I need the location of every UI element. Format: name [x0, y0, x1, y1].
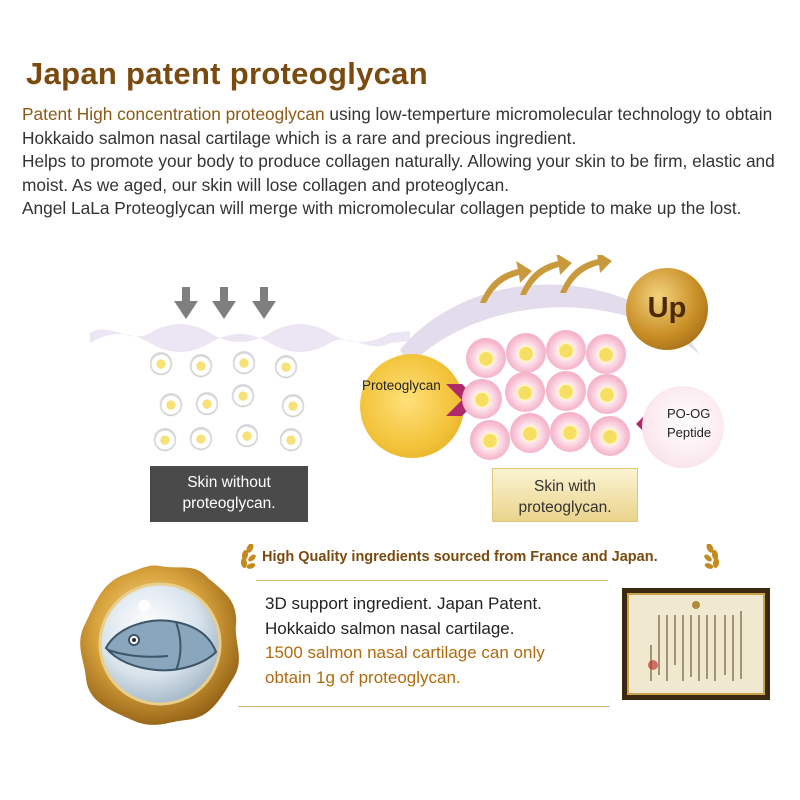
feature-item-3: 1500 salmon nasal cartilage can only — [265, 643, 545, 662]
skin-with-line1: Skin with — [533, 478, 597, 495]
feature-item-2: Hokkaido salmon nasal cartilage. — [265, 618, 515, 638]
up-badge: Up — [626, 268, 708, 350]
feature-item-1: 3D support ingredient. Japan Patent. — [265, 594, 542, 613]
quality-heading: High Quality ingredients sourced from Fr… — [262, 549, 658, 565]
patent-certificate-image — [622, 588, 770, 700]
poog-peptide-circle — [642, 386, 724, 468]
skin-with-illustration — [400, 255, 700, 365]
laurel-left-icon — [240, 544, 256, 569]
intro-paragraph-1-rest: using low-temperture micromolecular tech… — [22, 104, 773, 148]
intro-highlight: Patent High concentration proteoglycan — [22, 104, 325, 124]
divider-bottom — [238, 706, 610, 707]
skin-without-illustration — [90, 287, 410, 352]
skin-without-line1: Skin without — [187, 474, 271, 491]
certificate-script-icon — [648, 601, 742, 681]
up-arrows-icon — [480, 255, 612, 303]
intro-paragraph-1: Patent High concentration proteoglycan u… — [22, 103, 792, 150]
skin-arc — [400, 284, 700, 365]
skin-with-line2: proteoglycan. — [518, 499, 612, 516]
divider-top — [256, 580, 608, 581]
skin-without-line2: proteoglycan. — [182, 495, 276, 512]
poog-peptide-label: PO-OG Peptide — [667, 404, 711, 442]
proteoglycan-label: Proteoglycan — [362, 378, 441, 393]
feature-item-4: obtain 1g of proteoglycan. — [265, 667, 461, 687]
down-arrows-icon — [174, 287, 276, 319]
salmon-emblem-icon — [80, 565, 239, 725]
intro-paragraph-2: Helps to promote your body to produce co… — [22, 151, 775, 195]
feature-list: 3D support ingredient. Japan Patent. Hok… — [265, 592, 545, 690]
intro-paragraph-3: Angel LaLa Proteoglycan will merge with … — [22, 198, 742, 218]
intro-text: Patent High concentration proteoglycan u… — [22, 103, 792, 221]
proteoglycan-circle — [360, 354, 464, 458]
page-title: Japan patent proteoglycan — [26, 56, 428, 91]
poog-line2: Peptide — [667, 425, 712, 440]
skin-with-label: Skin with proteoglycan. — [492, 468, 638, 522]
skin-wave — [90, 324, 410, 352]
poog-line1: PO-OG — [667, 406, 711, 421]
skin-without-label: Skin without proteoglycan. — [150, 466, 308, 522]
laurel-right-icon — [704, 544, 720, 569]
